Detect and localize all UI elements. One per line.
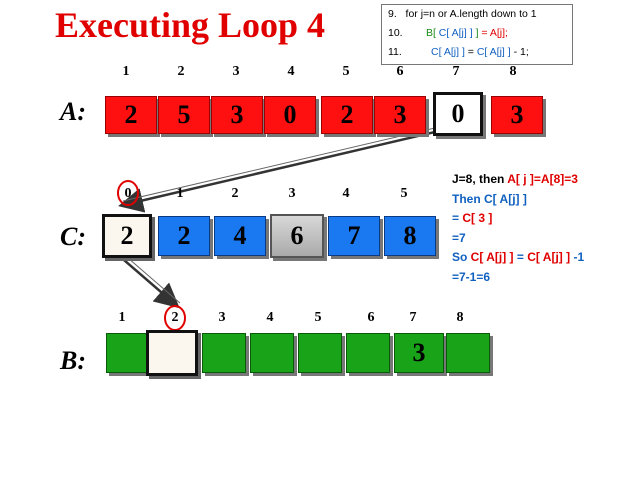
code-line-number: 11.: [388, 46, 402, 58]
explanation-line: J=8, then A[ j ]=A[8]=3: [452, 172, 578, 186]
array-c-cell-4: 7: [328, 216, 380, 256]
array-a-index-4: 4: [287, 64, 295, 79]
array-a-cell-4: 0: [264, 96, 316, 134]
array-a-cell-6: 3: [374, 96, 426, 134]
arrow-a7-to-c0: [118, 126, 453, 213]
array-b-cell-7: 3: [394, 333, 444, 373]
array-b-index-7: 7: [409, 310, 417, 325]
code-line-9: 9. for j=n or A.length down to 1: [388, 8, 537, 20]
code-line-10: 10. B[ C[ A[j] ] ] = A[j];: [388, 27, 508, 39]
array-c-index-1: 1: [176, 186, 184, 201]
array-c-cell-5: 8: [384, 216, 436, 256]
array-a-cell-7: 0: [433, 92, 483, 136]
code-a-ref: = A[j];: [481, 27, 508, 39]
array-b-cell-4: [250, 333, 294, 373]
circle-c-index-0: [117, 180, 139, 206]
code-line-11: 11. C[ A[j] ] = C[ A[j] ] - 1;: [388, 46, 529, 58]
array-c-cell-1: 2: [158, 216, 210, 256]
array-b-index-8: 8: [456, 310, 464, 325]
array-a-index-1: 1: [122, 64, 130, 79]
explanation-line: = C[ 3 ]: [452, 211, 493, 225]
array-c-index-2: 2: [231, 186, 239, 201]
array-c-index-0: 0: [124, 186, 132, 201]
code-text: for j=n or A.length down to 1: [405, 8, 537, 20]
array-b-index-4: 4: [266, 310, 274, 325]
array-a-index-2: 2: [177, 64, 185, 79]
array-a-index-6: 6: [396, 64, 404, 79]
array-a-cell-2: 5: [158, 96, 210, 134]
array-a-cell-3: 3: [211, 96, 263, 134]
array-b-cell-3: [202, 333, 246, 373]
explanation-line: =7: [452, 230, 466, 245]
array-b-index-1: 1: [118, 310, 126, 325]
array-b-label: B:: [60, 346, 86, 375]
array-a-index-5: 5: [342, 64, 350, 79]
code-c-ref: C[ A[j] ]: [476, 46, 511, 58]
array-c-cell-3: 6: [270, 214, 324, 258]
code-c-ref: C[ A[j] ]: [438, 27, 473, 39]
array-c-index-5: 5: [400, 186, 408, 201]
array-a-label: A:: [60, 97, 86, 126]
array-b-index-6: 6: [367, 310, 375, 325]
array-b-cell-2: [146, 330, 198, 376]
slide-title: Executing Loop 4: [55, 5, 326, 45]
arrow-c0-to-b2: [123, 259, 180, 309]
explanation-line: Then C[ A[j] ]: [452, 191, 527, 206]
code-text: - 1;: [513, 46, 529, 58]
array-a-index-8: 8: [509, 64, 517, 79]
explanation-line: So C[ A[j] ] = C[ A[j] ] -1: [452, 250, 585, 264]
array-c-index-4: 4: [342, 186, 350, 201]
code-eq: =: [467, 46, 474, 58]
array-b-cell-6: [346, 333, 390, 373]
array-c-cell-2: 4: [214, 216, 266, 256]
code-bracket: ]: [475, 27, 479, 39]
array-b-cell-5: [298, 333, 342, 373]
array-c-index-3: 3: [288, 186, 296, 201]
array-a-cell-5: 2: [321, 96, 373, 134]
code-b-ref: B[: [425, 27, 436, 39]
code-line-number: 9.: [388, 8, 397, 20]
array-b-cell-8: [446, 333, 490, 373]
array-b-index-2: 2: [171, 310, 179, 325]
array-b-cell-1: [106, 333, 150, 373]
explanation-text: J=8, then A[ j ]=A[8]=3 Then C[ A[j] ] =…: [452, 170, 584, 287]
array-a-cell-1: 2: [105, 96, 157, 134]
code-line-number: 10.: [388, 27, 403, 39]
array-b-index-5: 5: [314, 310, 322, 325]
array-a-index-3: 3: [232, 64, 240, 79]
code-c-ref: C[ A[j] ]: [431, 46, 465, 58]
pseudocode-box: 9. for j=n or A.length down to 1 10. B[ …: [381, 4, 573, 65]
array-a-cell-8: 3: [491, 96, 543, 134]
array-a-index-7: 7: [452, 64, 460, 79]
array-b-index-3: 3: [218, 310, 226, 325]
array-c-label: C:: [60, 222, 86, 251]
explanation-line: =7-1=6: [452, 269, 491, 284]
array-c-cell-0: 2: [102, 214, 152, 258]
